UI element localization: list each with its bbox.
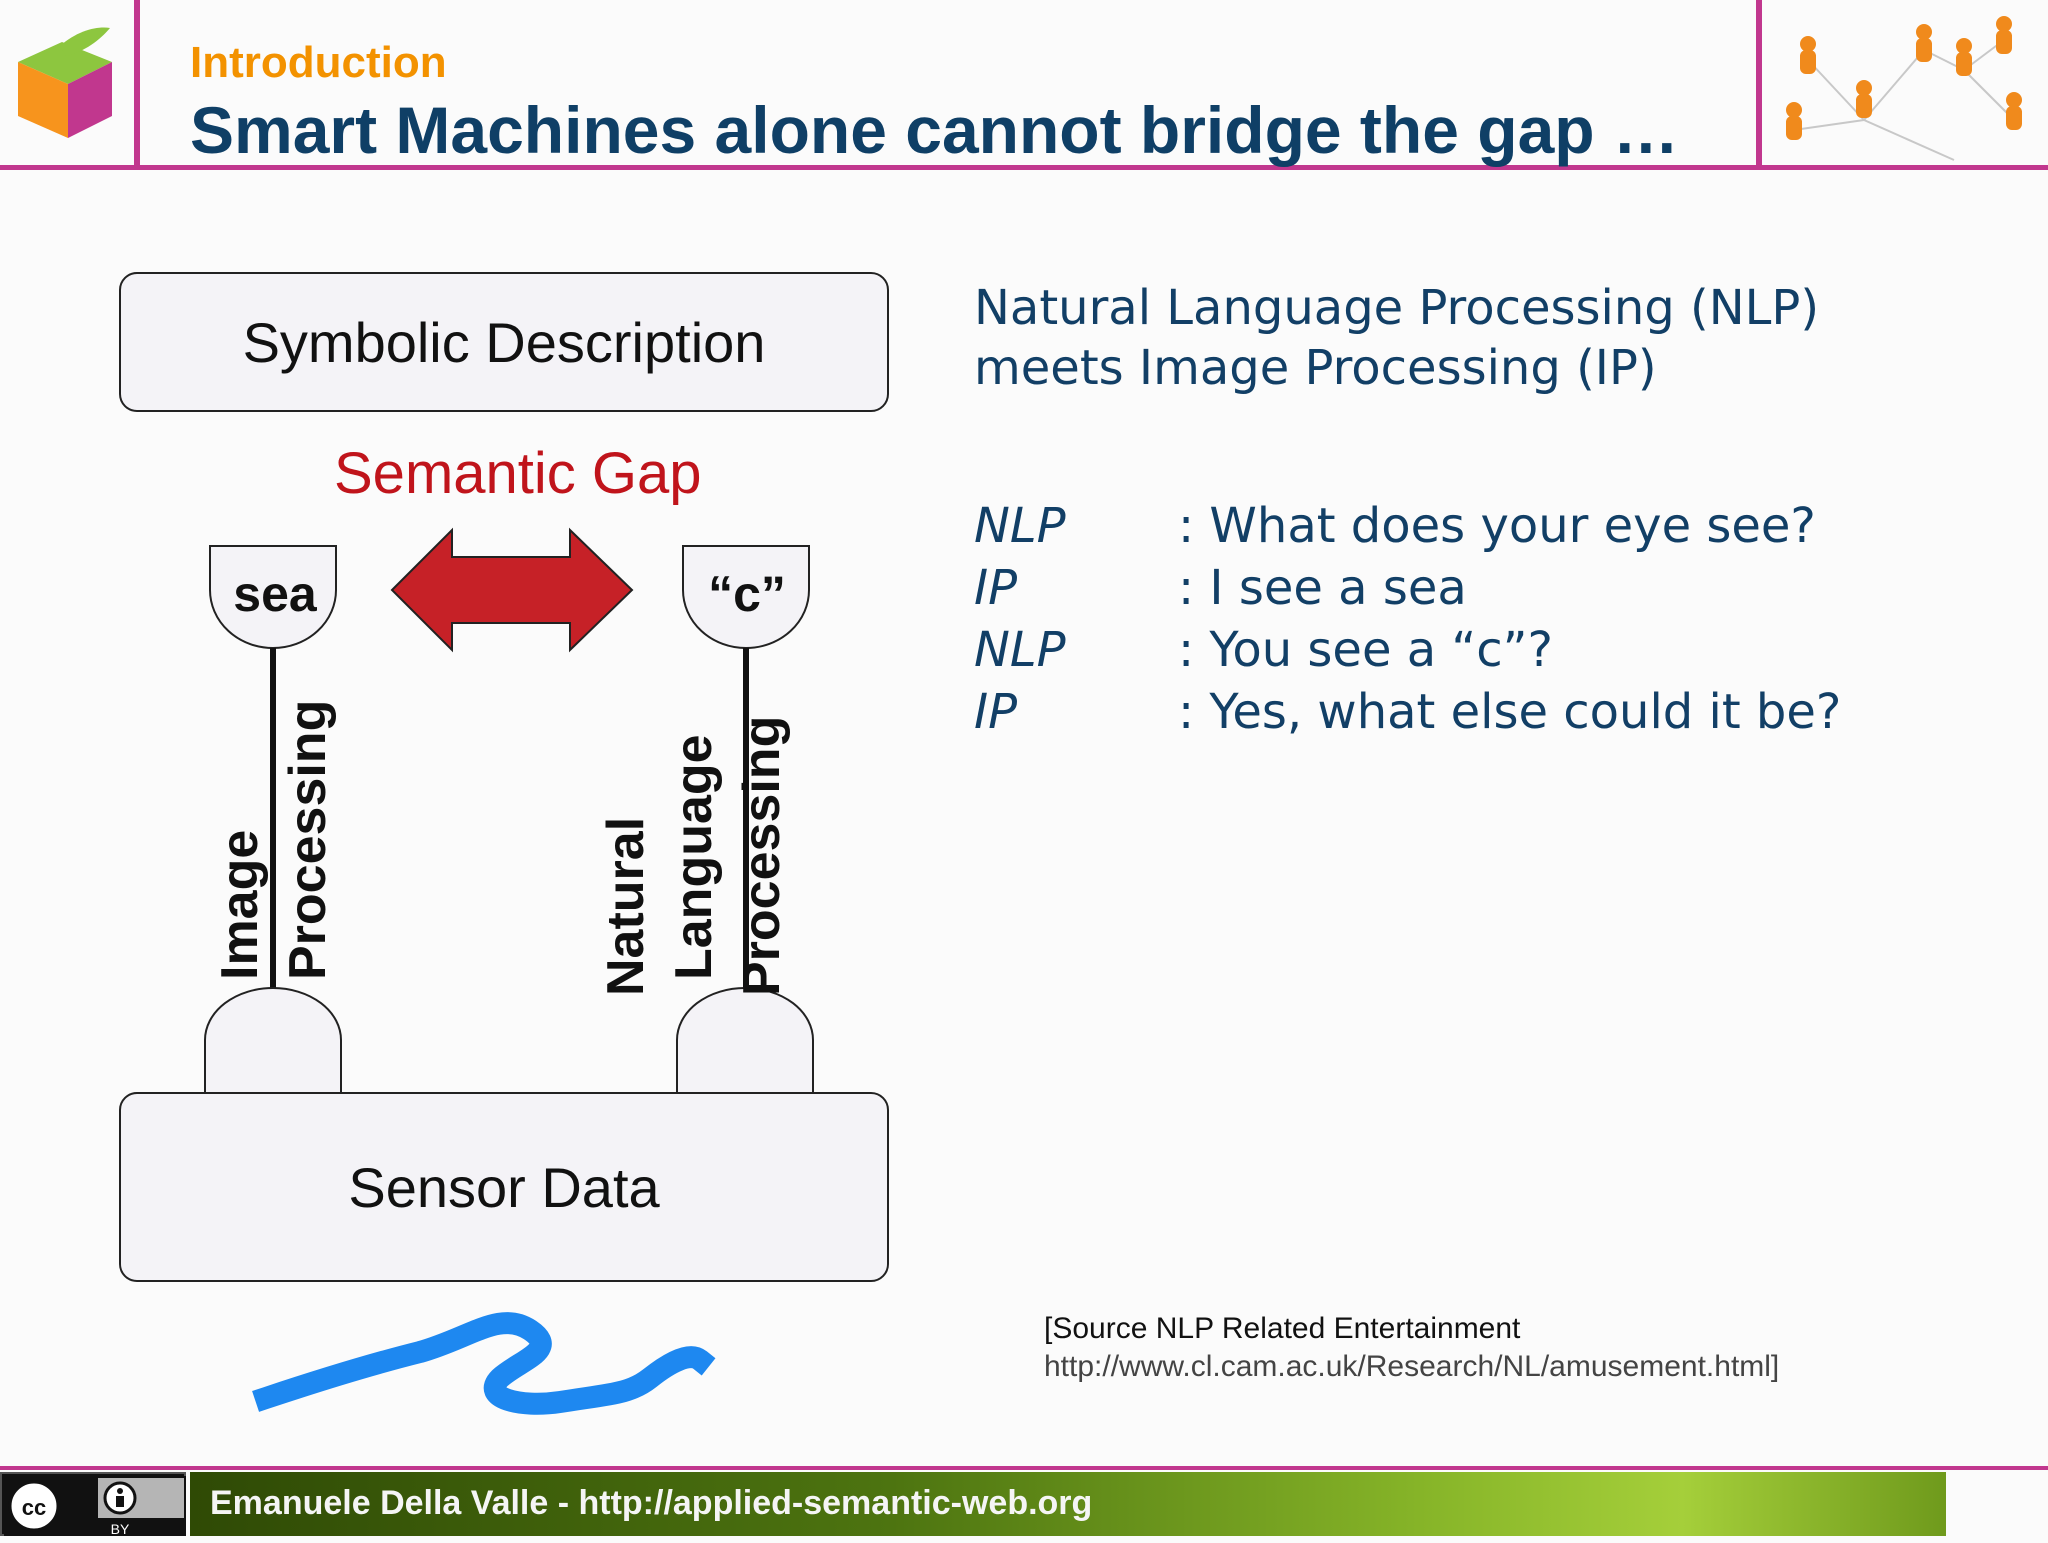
cc-text: cc: [22, 1495, 46, 1520]
dialogue-line: : I see a sea: [1178, 560, 1467, 616]
sea-output-label: sea: [233, 566, 317, 622]
source-citation: [Source NLP Related Entertainment: [1044, 1312, 1521, 1345]
dialogue-speaker: IP: [974, 684, 1018, 740]
intro-line-1: Natural Language Processing (NLP): [974, 280, 1820, 336]
footer-divider: [0, 1466, 2048, 1470]
semantic-gap-double-arrow: [390, 527, 634, 653]
header-divider-left: [134, 0, 140, 168]
image-input-shape: [204, 987, 342, 1092]
sea-output-shape: [209, 545, 337, 649]
dialogue-line: : You see a “c”?: [1178, 622, 1554, 678]
slide-title: Smart Machines alone cannot bridge the g…: [190, 93, 1679, 167]
symbolic-description-box: Symbolic Description: [119, 272, 889, 412]
cc-by-license-badge[interactable]: cc BY: [0, 1472, 186, 1537]
dialogue-speaker: IP: [974, 560, 1018, 616]
sensor-data-box: Sensor Data: [119, 1092, 889, 1282]
sea-squiggle-drawing: [252, 1312, 716, 1415]
header-underline: [0, 165, 2048, 170]
c-output-label: “c”: [708, 566, 786, 622]
dialogue-line: : What does your eye see?: [1178, 498, 1816, 554]
nlp-input-shape: [676, 987, 814, 1092]
image-label: Image: [211, 829, 269, 980]
c-output-shape: [682, 545, 810, 649]
dialogue-speaker: NLP: [974, 622, 1066, 678]
dialogue-speaker: NLP: [974, 498, 1066, 554]
cc-icon: cc BY: [4, 1476, 186, 1537]
footer-bar: [190, 1472, 1946, 1536]
by-text: BY: [111, 1521, 130, 1537]
source-url-link[interactable]: http://www.cl.cam.ac.uk/Research/NL/amus…: [1044, 1350, 1780, 1383]
processing-label-right: Processing: [733, 715, 791, 996]
section-title: Introduction: [190, 38, 447, 87]
logo-cube-icon: [18, 27, 112, 138]
people-network-image: [1786, 16, 2022, 161]
footer-author-link[interactable]: Emanuele Della Valle - http://applied-se…: [210, 1484, 1093, 1522]
intro-line-2: meets Image Processing (IP): [974, 340, 1657, 396]
dialogue-line: : Yes, what else could it be?: [1178, 684, 1842, 740]
semantic-gap-label: Semantic Gap: [334, 441, 702, 506]
natural-label: Natural: [597, 816, 655, 996]
processing-label-left: Processing: [279, 699, 337, 980]
header-divider-right: [1756, 0, 1762, 168]
language-label: Language: [665, 734, 723, 980]
